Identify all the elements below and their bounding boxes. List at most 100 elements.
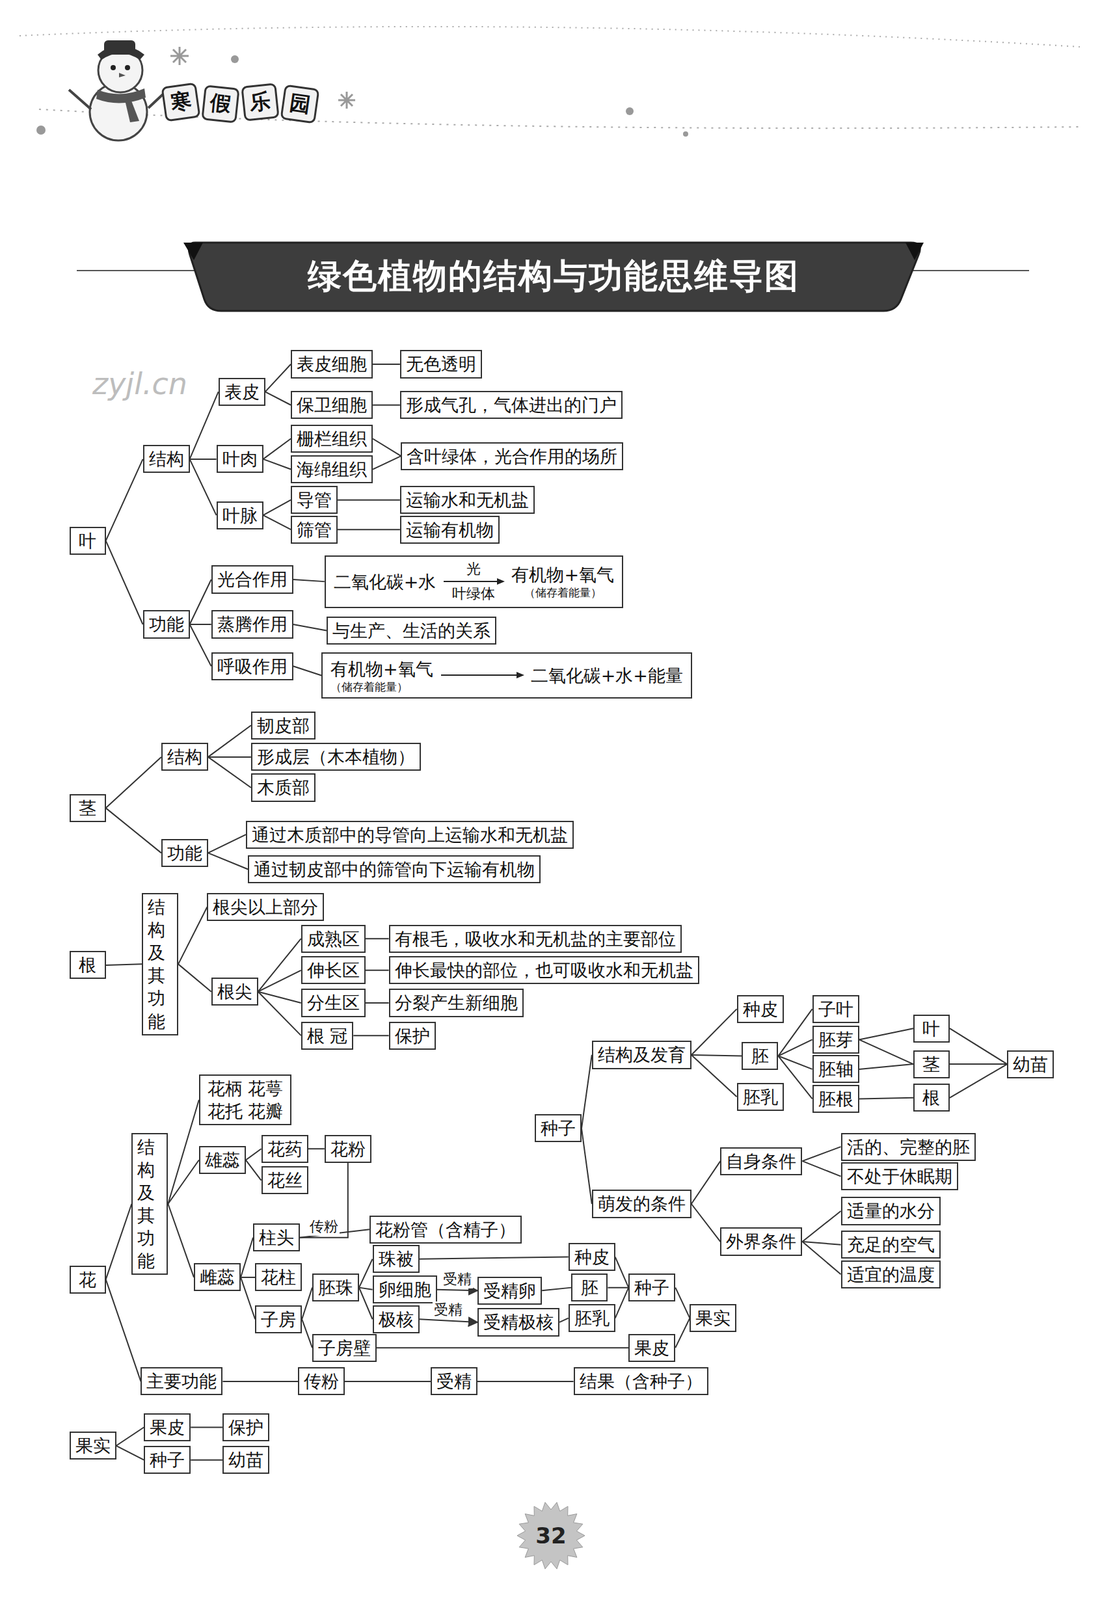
node-text: 二氧化碳+水+能量 <box>530 664 684 687</box>
concept-box: 叶 <box>69 526 107 555</box>
concept-box: 胚珠 <box>312 1273 360 1302</box>
node-text: 成熟区 <box>307 927 360 951</box>
node-text: 子房壁 <box>318 1336 371 1360</box>
connector <box>802 1161 841 1177</box>
concept-box: 形成层（木本植物） <box>251 742 421 771</box>
dotted-border <box>19 26 1080 47</box>
edge-label: 传粉 <box>308 1218 340 1236</box>
node-text: 有根毛，吸收水和无机盐的主要部位 <box>394 927 676 951</box>
concept-box: 果实 <box>69 1431 117 1460</box>
concept-box: 保卫细胞 <box>290 390 373 419</box>
connector <box>240 1276 255 1279</box>
node-text: 果实 <box>695 1306 731 1330</box>
connector <box>178 964 212 992</box>
node-text: 主要功能 <box>146 1369 217 1393</box>
node-text: 花药 <box>267 1137 303 1161</box>
node-text: 分裂产生新细胞 <box>394 991 518 1015</box>
node-text: 种皮 <box>574 1245 610 1269</box>
node-text: 结构 <box>148 447 185 471</box>
concept-box: 结构 <box>161 742 209 771</box>
node-text: 子叶 <box>818 997 854 1021</box>
connector <box>541 1287 572 1292</box>
node-text: 呼吸作用 <box>217 655 288 678</box>
concept-box: 结构 及其 功能 <box>131 1133 168 1276</box>
concept-box: 种皮 <box>737 995 784 1024</box>
node-text: 子房 <box>260 1308 296 1331</box>
connector <box>263 439 292 460</box>
concept-box: 活的、完整的胚 <box>841 1133 976 1162</box>
connector <box>419 1319 479 1323</box>
node-text: 导管 <box>296 488 332 512</box>
node-text: 充足的空气 <box>846 1233 935 1257</box>
concept-box: 通过木质部中的导管向上运输水和无机盐 <box>245 820 574 849</box>
node-text: 伸长最快的部位，也可吸收水和无机盐 <box>394 958 694 982</box>
node-text: 适宜的温度 <box>846 1263 935 1287</box>
concept-box: 自身条件 <box>720 1147 803 1176</box>
node-text: 胚 <box>747 1044 773 1068</box>
concept-box: 胚乳 <box>737 1083 784 1112</box>
node-text: 卵细胞 <box>378 1278 432 1302</box>
connector <box>359 1259 373 1288</box>
connector <box>258 992 302 1036</box>
page-number: 32 <box>535 1522 566 1549</box>
concept-box: 结构及发育 <box>591 1040 692 1069</box>
node-text: 伸长区 <box>307 958 360 982</box>
node-text: 外界条件 <box>725 1230 797 1253</box>
node-text: 极核 <box>378 1308 414 1331</box>
concept-box: 受精 <box>430 1367 478 1396</box>
concept-box: 适量的水分 <box>841 1196 941 1225</box>
concept-box: 叶脉 <box>216 501 264 530</box>
concept-box: 花粉 <box>324 1135 372 1164</box>
node-text: 花粉管（含精子） <box>375 1218 516 1242</box>
connector <box>265 364 291 392</box>
node-text: 叶脉 <box>222 504 258 527</box>
node-text: 胚芽 <box>818 1028 854 1052</box>
node-text: 有机物+氧气 <box>330 657 434 681</box>
node-text: 适量的水分 <box>846 1199 935 1223</box>
node-text: 种皮 <box>742 997 779 1021</box>
concept-box: 根尖以上部分 <box>206 893 324 922</box>
concept-box: 主要功能 <box>140 1367 223 1396</box>
connector <box>607 1287 629 1289</box>
node-text: 保护 <box>228 1416 264 1439</box>
connector <box>189 459 217 516</box>
node-text: 通过韧皮部中的筛管向下运输有机物 <box>253 858 535 881</box>
concept-box: 幼苗 <box>1006 1050 1054 1079</box>
node-text: 幼苗 <box>228 1448 264 1472</box>
concept-box: 栅栏组织 <box>290 424 373 453</box>
concept-box: 不处于休眠期 <box>841 1162 959 1191</box>
node-text: 不处于休眠期 <box>846 1165 953 1188</box>
concept-box: 光合作用 <box>211 565 294 594</box>
node-text: 形成层（木本植物） <box>256 745 416 769</box>
dot <box>36 125 46 135</box>
page-number-badge <box>517 1502 585 1570</box>
node-text: 传粉 <box>303 1369 339 1393</box>
node-text: 萌发的条件 <box>597 1192 686 1216</box>
concept-box: 卵细胞 <box>372 1275 438 1304</box>
concept-box: 保护 <box>222 1413 270 1442</box>
connector <box>167 1160 200 1205</box>
connector <box>691 1008 738 1056</box>
connector <box>245 1148 262 1160</box>
concept-box: 果皮 <box>628 1334 676 1363</box>
node-text: 含叶绿体，光合作用的场所 <box>406 444 618 468</box>
node-text: 叶 <box>75 529 101 553</box>
connector <box>308 1148 325 1150</box>
concept-box: 蒸腾作用 <box>211 610 294 639</box>
concept-box: 导管 <box>290 485 338 514</box>
concept-box: 叶肉 <box>216 444 264 473</box>
title-banner <box>188 242 920 311</box>
node-text: 保卫细胞 <box>296 393 367 417</box>
header-tile: 园 <box>280 84 321 125</box>
connector <box>802 1211 841 1242</box>
concept-box: 花 <box>69 1265 107 1294</box>
concept-box: 根尖 <box>211 977 259 1006</box>
connector <box>106 1204 133 1280</box>
node-text: 功能 <box>148 612 185 636</box>
reaction-arrow <box>439 671 525 680</box>
concept-box: 结构 <box>143 444 190 473</box>
connector <box>106 540 144 625</box>
node-text: 花柱 <box>260 1265 296 1289</box>
connector <box>344 1381 431 1383</box>
